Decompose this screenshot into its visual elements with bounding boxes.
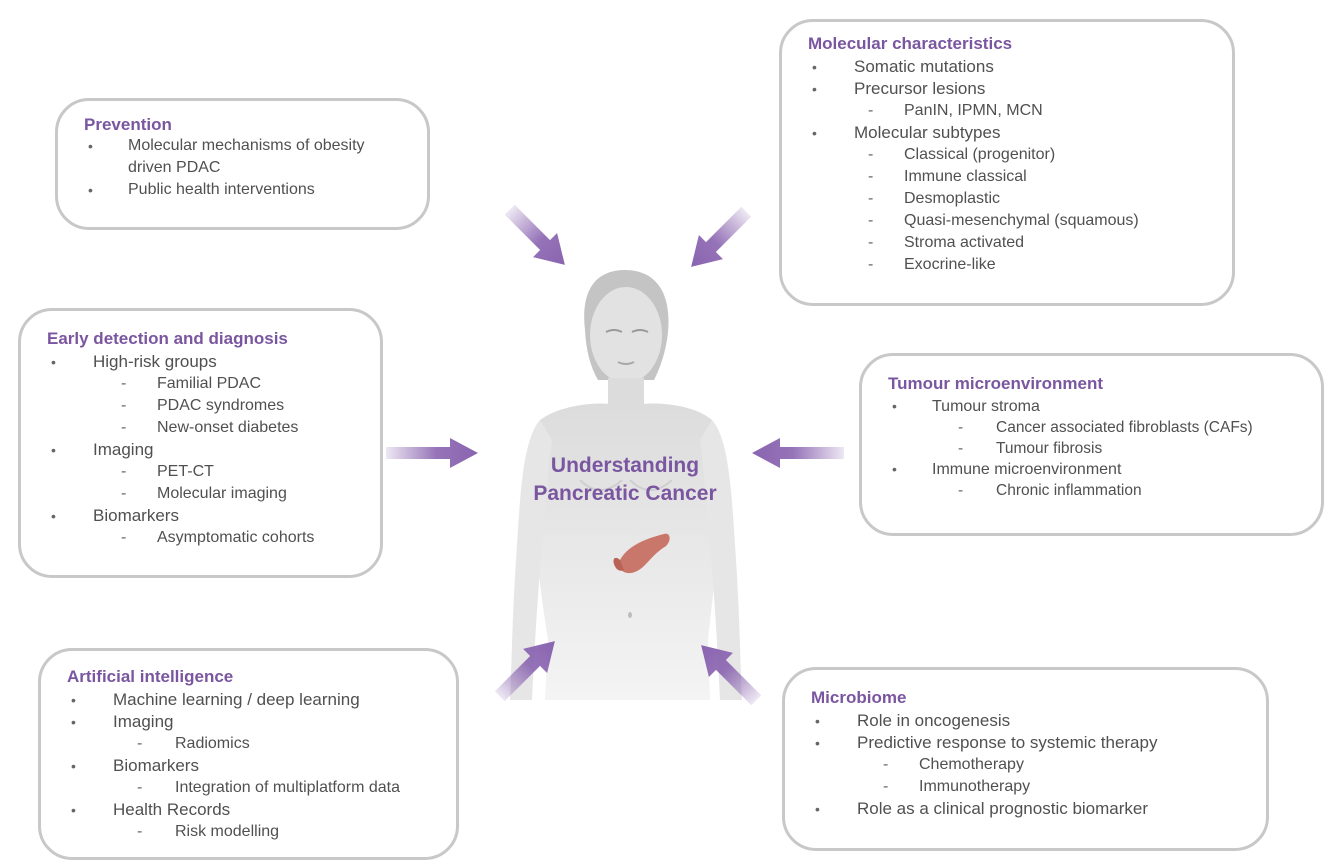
sub-item: Quasi-mesenchymal (squamous) <box>808 210 1214 232</box>
box-title: Microbiome <box>811 688 907 707</box>
sub-item: Asymptomatic cohorts <box>47 527 362 549</box>
sub-item: Stroma activated <box>808 232 1214 254</box>
box-title: Artificial intelligence <box>67 667 234 686</box>
bullet-item: Molecular mechanisms of obesity driven P… <box>84 135 409 179</box>
artificial-intelligence-box: Artificial intelligenceMachine learning … <box>38 648 459 860</box>
bullet-item: Role as a clinical prognostic biomarker <box>811 798 1248 820</box>
bullet-item: Imaging <box>67 711 438 733</box>
bullet-list: High-risk groupsFamilial PDACPDAC syndro… <box>47 351 362 549</box>
figure-left-arm <box>510 420 552 700</box>
bullet-list: Molecular mechanisms of obesity driven P… <box>84 135 409 201</box>
box-title: Prevention <box>84 115 172 134</box>
sub-item: PanIN, IPMN, MCN <box>808 100 1214 122</box>
bullet-item: Molecular subtypes <box>808 122 1214 144</box>
tumour-microenvironment-box: Tumour microenvironmentTumour stromaCanc… <box>859 353 1324 536</box>
bullet-list: Role in oncogenesisPredictive response t… <box>811 710 1248 820</box>
sub-item: Familial PDAC <box>47 373 362 395</box>
bullet-item: Immune microenvironment <box>888 459 1303 480</box>
sub-item: Integration of multiplatform data <box>67 777 438 799</box>
sub-item: Chemotherapy <box>811 754 1248 776</box>
arrow-early <box>386 438 478 468</box>
bullet-item: Tumour stroma <box>888 396 1303 417</box>
bullet-item: High-risk groups <box>47 351 362 373</box>
bullet-list: Tumour stromaCancer associated fibroblas… <box>888 396 1303 501</box>
early-detection-box: Early detection and diagnosisHigh-risk g… <box>18 308 383 578</box>
bullet-item: Precursor lesions <box>808 78 1214 100</box>
center-title-line2: Pancreatic Cancer <box>533 482 717 505</box>
center-title: Understanding Pancreatic Cancer <box>510 452 740 508</box>
arrow-tme <box>752 438 844 468</box>
sub-item: Molecular imaging <box>47 483 362 505</box>
arrow-prevention <box>504 204 565 265</box>
bullet-item: Somatic mutations <box>808 56 1214 78</box>
sub-item: Chronic inflammation <box>888 480 1303 501</box>
microbiome-box: MicrobiomeRole in oncogenesisPredictive … <box>782 667 1269 851</box>
arrow-microbiome <box>701 645 762 706</box>
bullet-item: Health Records <box>67 799 438 821</box>
arrow-ai <box>494 641 555 702</box>
sub-item: Risk modelling <box>67 821 438 843</box>
sub-item: PET-CT <box>47 461 362 483</box>
figure-right-arm <box>700 420 742 700</box>
bullet-item: Public health interventions <box>84 179 409 201</box>
figure-neck <box>608 378 644 408</box>
sub-item: Radiomics <box>67 733 438 755</box>
bullet-item: Biomarkers <box>47 505 362 527</box>
bullet-item: Imaging <box>47 439 362 461</box>
sub-item: Immune classical <box>808 166 1214 188</box>
sub-item: PDAC syndromes <box>47 395 362 417</box>
sub-item: Exocrine-like <box>808 254 1214 276</box>
box-title: Early detection and diagnosis <box>47 329 288 348</box>
sub-item: Immunotherapy <box>811 776 1248 798</box>
sub-item: Desmoplastic <box>808 188 1214 210</box>
sub-item: Cancer associated fibroblasts (CAFs) <box>888 417 1303 438</box>
arrow-molecular <box>691 206 752 267</box>
sub-item: Classical (progenitor) <box>808 144 1214 166</box>
sub-item: New-onset diabetes <box>47 417 362 439</box>
box-title: Tumour microenvironment <box>888 374 1104 393</box>
bullet-list: Machine learning / deep learningImagingR… <box>67 689 438 843</box>
figure-head <box>590 287 662 383</box>
bullet-item: Machine learning / deep learning <box>67 689 438 711</box>
bullet-item: Biomarkers <box>67 755 438 777</box>
molecular-characteristics-box: Molecular characteristicsSomatic mutatio… <box>779 19 1235 306</box>
prevention-box: PreventionMolecular mechanisms of obesit… <box>55 98 430 230</box>
box-title: Molecular characteristics <box>808 34 1013 53</box>
bullet-item: Role in oncogenesis <box>811 710 1248 732</box>
pancreas-organ <box>620 533 670 574</box>
sub-item: Tumour fibrosis <box>888 438 1303 459</box>
bullet-list: Somatic mutationsPrecursor lesionsPanIN,… <box>808 56 1214 276</box>
center-title-line1: Understanding <box>550 454 700 477</box>
bullet-item: Predictive response to systemic therapy <box>811 732 1248 754</box>
